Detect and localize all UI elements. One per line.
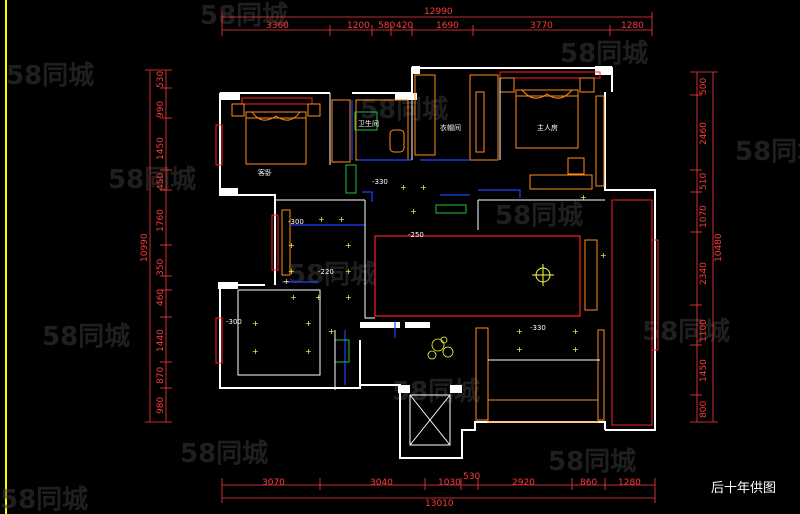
svg-text:+: + xyxy=(315,293,322,302)
dimension-label: 580 xyxy=(378,21,395,31)
svg-text:+: + xyxy=(305,319,312,328)
dimension-label: 3070 xyxy=(262,478,285,488)
dimension-label: 1690 xyxy=(436,21,459,31)
thick-walls xyxy=(218,66,612,393)
watermark: 58同城 xyxy=(642,317,730,347)
watermark: 58同城 xyxy=(200,1,288,31)
svg-text:+: + xyxy=(572,327,579,336)
watermark: 58同城 xyxy=(560,39,648,69)
windows xyxy=(215,71,659,426)
dimension-left-total: 10990 xyxy=(140,233,150,262)
dimension-label: 2460 xyxy=(699,122,709,145)
dimension-bottom-total: 13010 xyxy=(425,499,454,509)
dimension-label: 530 xyxy=(463,472,480,482)
dimension-label: 2920 xyxy=(512,478,535,488)
right-dimension-chain xyxy=(690,71,718,423)
room-label-master-bedroom: 主人房 xyxy=(537,123,558,132)
svg-text:+: + xyxy=(345,267,352,276)
dimension-label: 3040 xyxy=(370,478,393,488)
dimension-label: 1440 xyxy=(156,329,166,352)
dimension-label: 990 xyxy=(156,101,166,118)
svg-text:+: + xyxy=(305,347,312,356)
watermark: 58同城 xyxy=(735,137,800,167)
bottom-dimension-chain xyxy=(221,478,656,503)
plant-decoration xyxy=(427,336,454,360)
recessed-lights: + + + + + + + + + + + + + + + + + + + + + + + + xyxy=(252,183,607,356)
dimension-label: 350 xyxy=(156,259,166,276)
svg-text:+: + xyxy=(338,215,345,224)
svg-text:+: + xyxy=(516,327,523,336)
svg-text:+: + xyxy=(252,347,259,356)
room-label-secondary-bedroom: 客卧 xyxy=(258,168,272,177)
dimension-label: 500 xyxy=(699,78,709,95)
ceiling-height-label: -330 xyxy=(530,324,546,332)
living-ceiling-outline xyxy=(374,235,581,317)
svg-text:+: + xyxy=(345,241,352,250)
svg-text:+: + xyxy=(400,183,407,192)
dimension-label: 450 xyxy=(156,173,166,190)
dimension-label: 3360 xyxy=(266,21,289,31)
ceiling-height-label: -300 xyxy=(288,218,304,226)
watermark: 58同城 xyxy=(42,322,130,352)
ceiling-height-label: -220 xyxy=(318,268,334,276)
ceiling-height-label: -330 xyxy=(372,178,388,186)
svg-text:+: + xyxy=(572,345,579,354)
svg-text:+: + xyxy=(600,251,607,260)
dimension-label: 1450 xyxy=(156,137,166,160)
watermark: 58同城 xyxy=(548,447,636,477)
watermark: 58同城 xyxy=(288,260,376,290)
dimension-label: 1100 xyxy=(699,319,709,342)
dimension-label: 530 xyxy=(156,71,166,88)
room-label-cloakroom: 衣帽间 xyxy=(440,123,461,132)
dimension-top-total: 12990 xyxy=(424,7,453,17)
svg-text:+: + xyxy=(252,319,259,328)
dimension-label: 980 xyxy=(156,397,166,414)
dimension-label: 420 xyxy=(396,21,413,31)
furniture-layer xyxy=(231,74,605,423)
svg-text:+: + xyxy=(345,293,352,302)
svg-text:+: + xyxy=(318,215,325,224)
room-label-bathroom: 卫生间 xyxy=(358,119,379,128)
interior-walls xyxy=(237,78,605,446)
dimension-label: 2340 xyxy=(699,262,709,285)
dimension-label: 870 xyxy=(156,367,166,384)
dimension-label: 1070 xyxy=(699,205,709,228)
dimension-label: 460 xyxy=(156,289,166,306)
dimension-label: 860 xyxy=(580,478,597,488)
top-dimension-chain xyxy=(221,12,653,36)
watermark: 58同城 xyxy=(0,485,88,514)
dimension-label: 800 xyxy=(699,401,709,418)
image-credit-caption: 后十年供图 xyxy=(710,481,776,496)
dimension-label: 1030 xyxy=(438,478,461,488)
blue-ceiling-lines xyxy=(282,100,521,385)
dimension-label: 1280 xyxy=(621,21,644,31)
svg-text:+: + xyxy=(410,207,417,216)
ceiling-height-label: -300 xyxy=(226,318,242,326)
svg-text:+: + xyxy=(580,193,587,202)
svg-text:+: + xyxy=(288,241,295,250)
ceiling-height-label: -250 xyxy=(408,231,424,239)
svg-text:+: + xyxy=(328,327,335,336)
ceiling-light-icon xyxy=(532,264,554,286)
left-dimension-chain xyxy=(145,69,172,423)
dimension-label: 1760 xyxy=(156,209,166,232)
dimension-label: 1200 xyxy=(347,21,370,31)
dimension-label: 510 xyxy=(699,173,709,190)
svg-text:+: + xyxy=(290,293,297,302)
dimension-label: 1450 xyxy=(699,359,709,382)
dimension-right-total: 10480 xyxy=(714,233,724,262)
dimension-label: 1280 xyxy=(618,478,641,488)
watermark: 58同城 xyxy=(6,61,94,91)
svg-text:+: + xyxy=(420,183,427,192)
watermark: 58同城 xyxy=(180,439,268,469)
dimension-label: 3770 xyxy=(530,21,553,31)
watermark: 58同城 xyxy=(108,165,196,195)
svg-text:+: + xyxy=(288,267,295,276)
watermark: 58同城 xyxy=(495,201,583,231)
svg-text:+: + xyxy=(516,345,523,354)
svg-text:+: + xyxy=(283,277,290,286)
green-elements xyxy=(334,111,467,363)
